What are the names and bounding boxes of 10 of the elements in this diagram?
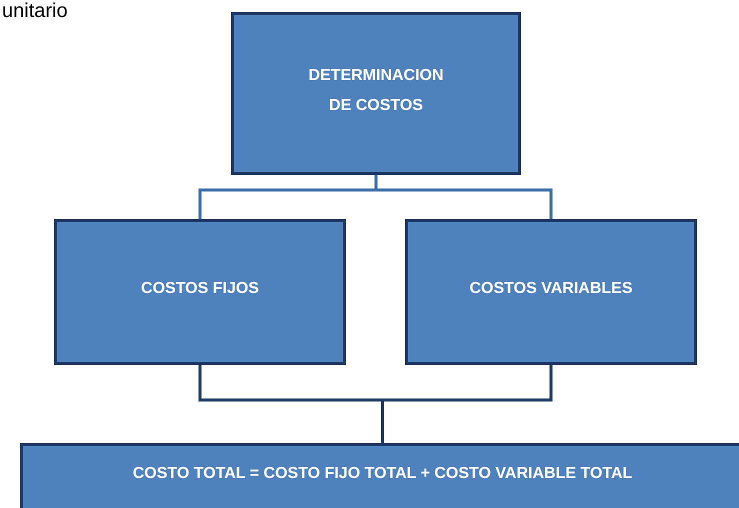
note-text: unitario	[2, 0, 68, 22]
process-box	[54, 219, 346, 365]
box-label: COSTO TOTAL = COSTO FIJO TOTAL + COSTO VARIABLE TOTAL	[132, 464, 632, 484]
process-box	[20, 443, 739, 508]
box-label: COSTOS FIJOS	[141, 279, 259, 299]
process-box	[405, 219, 697, 365]
connector-line	[381, 365, 552, 443]
box-label: COSTOS VARIABLES	[470, 279, 632, 299]
process-box	[231, 12, 521, 175]
box-label: DETERMINACION DE COSTOS	[307, 66, 445, 116]
